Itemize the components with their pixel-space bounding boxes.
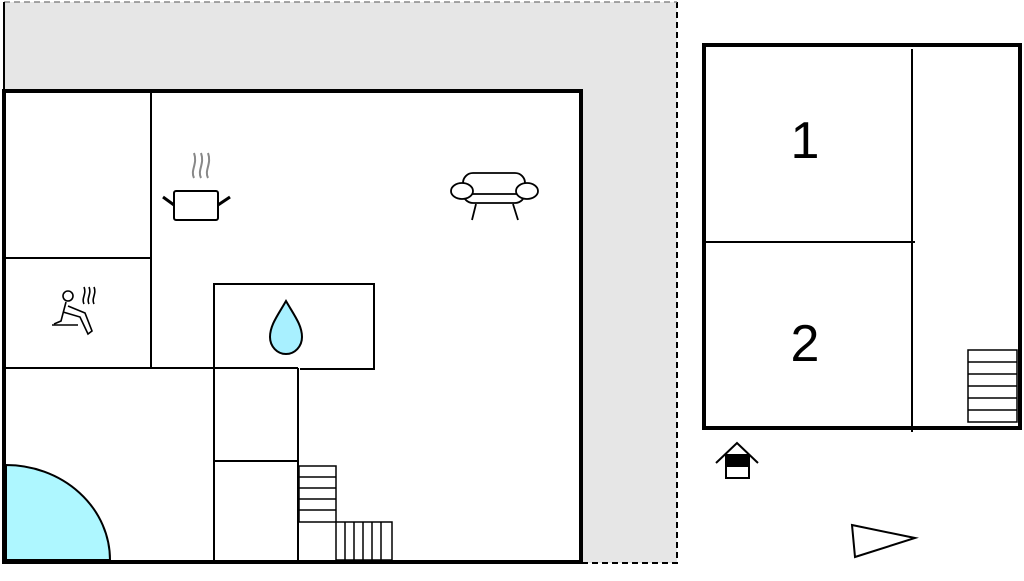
pot-body bbox=[173, 190, 219, 221]
sauna-person-head bbox=[62, 290, 74, 302]
water-drop-icon bbox=[268, 298, 304, 355]
stair-frame bbox=[298, 465, 337, 523]
pool bbox=[5, 463, 112, 561]
staircase-main-vertical bbox=[298, 465, 337, 523]
terrace-boundary bbox=[582, 2, 678, 564]
entrance-roof bbox=[715, 441, 759, 464]
sofa-leg-left bbox=[471, 203, 477, 221]
interior-walls bbox=[4, 91, 375, 560]
pot-handle-right bbox=[217, 195, 231, 207]
house-entrance-icon bbox=[715, 441, 759, 479]
staircase-main-horizontal bbox=[335, 521, 393, 561]
sofa-icon bbox=[450, 172, 539, 221]
sauna-icon bbox=[52, 286, 96, 336]
room-1-number: 1 bbox=[791, 112, 820, 170]
terrace bbox=[3, 1, 678, 564]
sofa-leg-right bbox=[512, 203, 519, 221]
sofa-arm-left bbox=[450, 182, 474, 200]
sauna-person-body bbox=[53, 301, 93, 336]
wall-bathroom bbox=[213, 283, 375, 560]
cooking-pot-icon bbox=[162, 152, 231, 221]
sauna-heat-waves bbox=[82, 286, 96, 305]
pot-handle-left bbox=[162, 195, 175, 207]
terrace-area bbox=[4, 2, 677, 563]
sofa-arm-right bbox=[515, 182, 539, 200]
steam-lines bbox=[191, 152, 211, 179]
room-2-number: 2 bbox=[791, 315, 820, 373]
entrance-door bbox=[726, 455, 749, 467]
staircase-annex bbox=[967, 349, 1018, 423]
main-building bbox=[2, 89, 583, 564]
annex-building: 1 2 bbox=[702, 43, 1022, 432]
compass-arrow-icon bbox=[850, 523, 919, 559]
